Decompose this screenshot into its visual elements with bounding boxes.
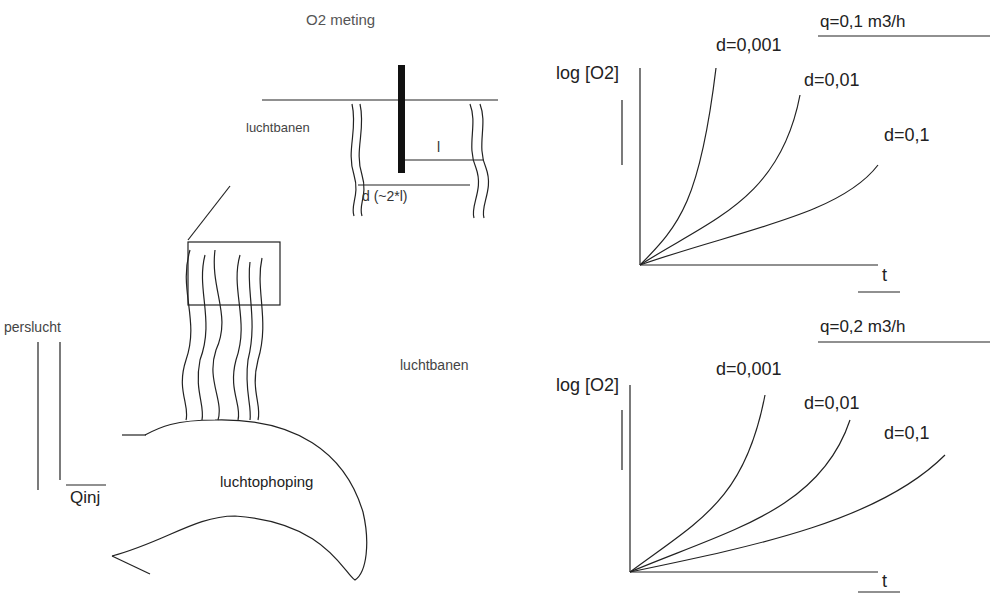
y-axis bbox=[639, 68, 640, 265]
axis-label: log [O2] bbox=[556, 64, 619, 84]
part-label: luchtbanen bbox=[400, 358, 469, 373]
axis-label: t bbox=[882, 266, 887, 286]
air-path bbox=[470, 104, 479, 218]
air-path bbox=[198, 255, 206, 420]
zoom-line bbox=[188, 186, 230, 240]
graph-title: q=0,1 m3/h bbox=[820, 13, 906, 32]
part-label: luchtbanen bbox=[246, 121, 310, 135]
region-label: luchtophoping bbox=[220, 474, 313, 491]
curve-label: d=0,1 bbox=[884, 126, 930, 146]
air-path bbox=[213, 250, 222, 420]
axis-mark bbox=[858, 591, 900, 592]
curve-label: d=0,1 bbox=[884, 424, 930, 444]
part-label: perslucht bbox=[4, 320, 61, 335]
x-axis bbox=[630, 571, 878, 572]
air-path bbox=[247, 262, 252, 420]
curve-label: d=0,001 bbox=[716, 36, 782, 56]
curve-label: d=0,001 bbox=[716, 360, 782, 380]
flow-label: Qinj bbox=[70, 489, 100, 508]
air-pocket: luchtophoping bbox=[105, 412, 375, 587]
underline bbox=[818, 35, 990, 36]
dimension-label: l bbox=[437, 140, 440, 155]
pocket-outline bbox=[112, 420, 367, 580]
curve bbox=[630, 455, 945, 572]
flow-mark bbox=[66, 484, 106, 485]
air-path bbox=[351, 104, 356, 216]
ground-line bbox=[262, 99, 498, 100]
x-axis bbox=[640, 264, 878, 265]
axis-mark bbox=[621, 100, 622, 165]
dimension-line bbox=[405, 159, 484, 160]
ground-line bbox=[112, 556, 150, 574]
axis-mark bbox=[621, 410, 622, 470]
curve bbox=[640, 165, 878, 265]
zoom-box bbox=[188, 242, 280, 305]
probe-label: O2 meting bbox=[306, 12, 375, 29]
dimension-line bbox=[358, 184, 470, 185]
curve-label: d=0,01 bbox=[804, 71, 860, 91]
curve-label: d=0,01 bbox=[804, 394, 860, 414]
y-axis bbox=[629, 385, 630, 572]
o2-probe bbox=[398, 65, 405, 173]
graph-title: q=0,2 m3/h bbox=[820, 318, 906, 337]
underline bbox=[818, 341, 990, 342]
air-path bbox=[233, 255, 241, 420]
pipe-wall bbox=[59, 342, 60, 480]
dimension-label: d (~2*l) bbox=[362, 189, 408, 204]
axis-label: t bbox=[882, 572, 887, 592]
air-path bbox=[255, 258, 263, 420]
pocket-outline bbox=[105, 412, 375, 587]
curve bbox=[630, 420, 850, 572]
axis-label: log [O2] bbox=[556, 376, 619, 396]
axis-mark bbox=[858, 291, 900, 292]
curve bbox=[640, 68, 716, 265]
ground-line bbox=[122, 434, 146, 435]
air-path bbox=[182, 250, 191, 420]
pipe-wall bbox=[37, 342, 38, 490]
air-path bbox=[480, 104, 489, 218]
